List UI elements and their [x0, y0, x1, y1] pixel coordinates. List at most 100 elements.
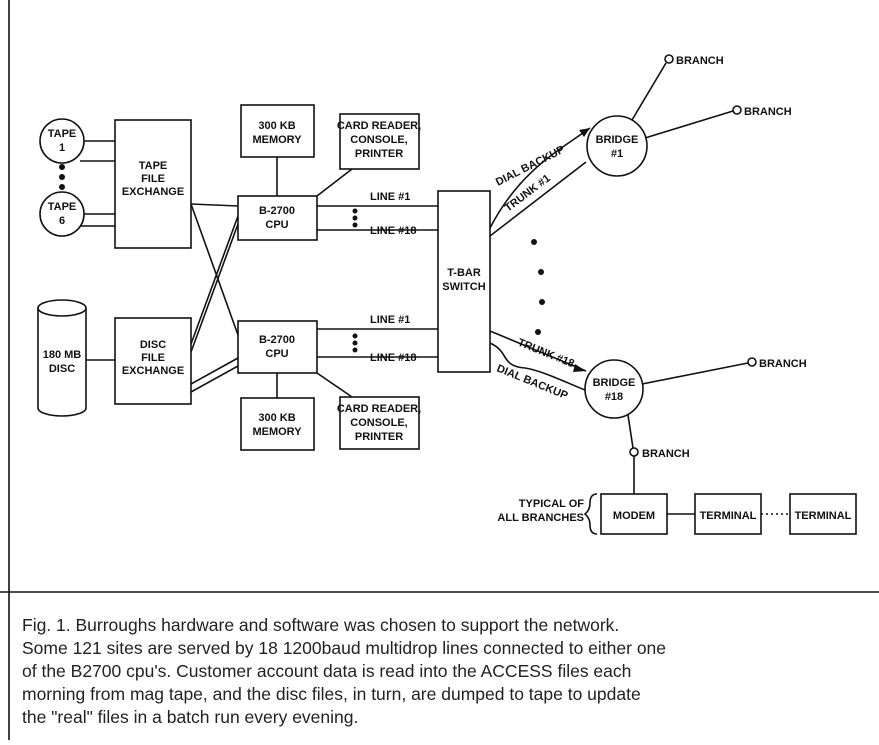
arrowhead: [579, 128, 590, 137]
dial-backup-top-link: [489, 127, 591, 229]
peripherals-bottom-line-2: CONSOLE,: [350, 417, 407, 429]
connector: [627, 414, 634, 449]
ellipsis-dot: [59, 184, 65, 190]
branch-label: BRANCH: [642, 448, 690, 460]
memory-top-line-1: 300 KB: [258, 120, 295, 132]
terminal-1-label: TERMINAL: [700, 510, 757, 522]
branch-node: [629, 447, 639, 457]
cpu-top-box: [237, 195, 318, 241]
cpu-top-line-1: B-2700: [259, 205, 295, 217]
caption-line-4: morning from mag tape, and the disc file…: [22, 684, 641, 704]
ellipsis-dot: [352, 222, 358, 228]
trunk-18-link: [489, 330, 587, 372]
brace-icon: [583, 493, 598, 535]
modem-label: MODEM: [613, 510, 655, 522]
cpu-bottom-box: [237, 320, 318, 374]
disc-cylinder-top: [37, 299, 87, 317]
ellipsis-dot: [352, 333, 358, 339]
caption-line-2: Some 121 sites are served by 18 1200baud…: [22, 638, 666, 658]
cpu-top-line-2: CPU: [265, 219, 288, 231]
tape-1-label-line-2: 1: [59, 142, 65, 154]
dial-backup-top-label: DIAL BACKUP: [494, 144, 567, 189]
ellipsis-dot: [535, 329, 541, 335]
connector: [644, 110, 734, 139]
bridge-18-line-1: BRIDGE: [593, 377, 636, 389]
tbar-switch-box: [437, 190, 491, 373]
connector: [190, 203, 239, 207]
typical-note-line-1: TYPICAL OF: [519, 498, 584, 510]
branch-label: BRANCH: [676, 55, 724, 67]
ellipsis-dot: [59, 174, 65, 180]
disc-label-line-2: DISC: [49, 363, 75, 375]
memory-bottom-box: [240, 397, 315, 451]
tape-file-exchange-line-2: FILE: [141, 173, 165, 185]
peripherals-bottom-line-1: CARD READER,: [337, 403, 421, 415]
tape-1-node: [39, 118, 85, 164]
peripherals-top-line-1: CARD READER,: [337, 120, 421, 132]
connector: [316, 168, 353, 197]
dial-backup-bottom-label: DIAL BACKUP: [495, 363, 570, 402]
memory-bottom-line-1: 300 KB: [258, 412, 295, 424]
branch-node: [664, 54, 674, 64]
caption-line-5: the "real" files in a batch run every ev…: [22, 707, 358, 727]
disc-cylinder-body: [37, 308, 87, 417]
caption-line-1: Fig. 1. Burroughs hardware and software …: [22, 615, 619, 635]
connector: [316, 372, 353, 398]
tape-6-node: [39, 191, 85, 237]
branch-node: [732, 105, 742, 115]
dial-backup-bottom-link: [489, 342, 586, 391]
caption-line-3: of the B2700 cpu's. Customer account dat…: [22, 661, 631, 681]
ellipsis-dot: [59, 164, 65, 170]
bridge-1-line-1: BRIDGE: [596, 134, 639, 146]
terminal-2-box: [789, 493, 857, 535]
branch-label: BRANCH: [759, 358, 807, 370]
connector: [641, 362, 749, 385]
peripherals-top-box: [339, 113, 420, 170]
ellipsis-dot: [538, 269, 544, 275]
typical-note-line-2: ALL BRANCHES: [497, 512, 584, 524]
connector: [631, 62, 667, 121]
memory-top-box: [240, 104, 315, 158]
ellipsis-dot: [531, 239, 537, 245]
bridge-18-line-2: #18: [605, 391, 623, 403]
cpu-bottom-line-2: CPU: [265, 348, 288, 360]
connector: [190, 215, 239, 345]
bridge-1-line-2: #1: [611, 148, 623, 160]
connector: [190, 203, 239, 336]
peripherals-top-line-2: CONSOLE,: [350, 134, 407, 146]
ellipsis-dot: [539, 299, 545, 305]
line-18-top-label: LINE #18: [370, 225, 416, 237]
line-18-bottom-label: LINE #18: [370, 352, 416, 364]
tape-file-exchange-line-3: EXCHANGE: [122, 186, 184, 198]
memory-top-line-2: MEMORY: [252, 134, 302, 146]
ellipsis-dot: [352, 208, 358, 214]
tape-file-exchange-box: [114, 119, 192, 249]
tape-6-label-line-1: TAPE: [48, 201, 77, 213]
branch-node: [747, 357, 757, 367]
tbar-switch-line-2: SWITCH: [442, 281, 485, 293]
trunk-18-label: TRUNK #18: [516, 337, 576, 371]
arrowhead: [573, 364, 586, 372]
disc-file-exchange-box: [114, 317, 192, 405]
connector: [190, 223, 239, 353]
bridge-1-node: [586, 115, 648, 177]
memory-bottom-line-2: MEMORY: [252, 426, 302, 438]
line-1-top-label: LINE #1: [370, 191, 410, 203]
bridge-18-node: [584, 359, 644, 419]
terminal-1-box: [694, 493, 762, 535]
cpu-bottom-line-1: B-2700: [259, 334, 295, 346]
trunk-1-link: [489, 161, 587, 237]
disc-file-exchange-line-3: EXCHANGE: [122, 365, 184, 377]
ellipsis-dot: [352, 340, 358, 346]
branch-label: BRANCH: [744, 106, 792, 118]
modem-box: [600, 493, 668, 535]
connector: [190, 365, 239, 393]
terminal-2-label: TERMINAL: [795, 510, 852, 522]
disc-file-exchange-line-1: DISC: [140, 339, 166, 351]
tape-file-exchange-line-1: TAPE: [139, 160, 168, 172]
disc-file-exchange-line-2: FILE: [141, 352, 165, 364]
tape-6-label-line-2: 6: [59, 215, 65, 227]
peripherals-bottom-box: [339, 396, 420, 450]
